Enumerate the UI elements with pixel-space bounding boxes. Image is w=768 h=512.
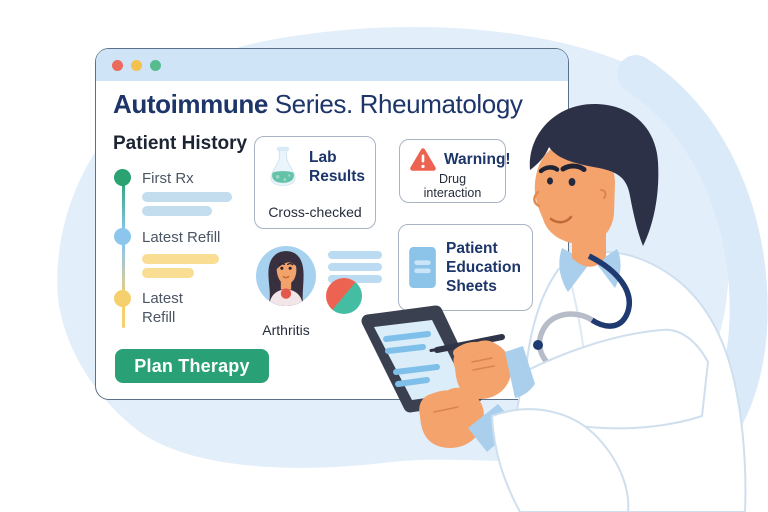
timeline-connector bbox=[121, 178, 125, 328]
skeleton-bar bbox=[328, 275, 382, 283]
skeleton-bar bbox=[328, 251, 382, 259]
skeleton-bar bbox=[328, 263, 382, 271]
skeleton-bar bbox=[142, 192, 232, 202]
warning-subtitle: Drug interaction bbox=[423, 172, 482, 200]
patient-avatar[interactable] bbox=[256, 246, 316, 306]
timeline-dot-latest-refill-2 bbox=[114, 290, 131, 307]
page-title: Autoimmune Series. Rheumatology bbox=[113, 89, 523, 120]
page-title-rest: Series. Rheumatology bbox=[267, 89, 523, 119]
page-title-bold: Autoimmune bbox=[113, 89, 268, 119]
pie-chart bbox=[326, 278, 362, 314]
lab-results-title: Lab Results bbox=[309, 148, 365, 185]
patient-history-heading: Patient History bbox=[113, 133, 248, 154]
window-maximize-icon[interactable] bbox=[150, 59, 161, 71]
patient-education-card[interactable]: Patient Education Sheets bbox=[398, 224, 533, 311]
flask-icon bbox=[265, 145, 301, 188]
warning-card[interactable]: Warning! Drug interaction bbox=[399, 139, 511, 203]
patient-condition-label: Arthritis bbox=[262, 322, 310, 338]
skeleton-bar bbox=[142, 268, 194, 278]
skeleton-bar bbox=[142, 254, 219, 264]
timeline-dot-latest-refill bbox=[114, 228, 131, 245]
window-close-icon[interactable] bbox=[112, 59, 123, 71]
lab-results-card[interactable]: Lab Results Cross-checked bbox=[254, 136, 376, 229]
document-icon bbox=[409, 247, 436, 288]
browser-window: Autoimmune Series. Rheumatology Patient … bbox=[95, 48, 569, 400]
skeleton-bar bbox=[142, 206, 212, 216]
timeline-label: Latest Refill bbox=[142, 290, 183, 326]
timeline-label: First Rx bbox=[142, 170, 194, 187]
timeline-label: Latest Refill bbox=[142, 229, 221, 246]
window-titlebar bbox=[96, 49, 568, 81]
timeline-dot-first-rx bbox=[114, 169, 131, 186]
lab-results-status: Cross-checked bbox=[268, 204, 362, 220]
warning-title: Warning! bbox=[444, 151, 511, 168]
plan-therapy-button[interactable]: Plan Therapy bbox=[115, 349, 269, 383]
warning-icon bbox=[409, 147, 437, 172]
window-minimize-icon[interactable] bbox=[131, 59, 142, 71]
patient-education-title: Patient Education Sheets bbox=[446, 240, 521, 295]
